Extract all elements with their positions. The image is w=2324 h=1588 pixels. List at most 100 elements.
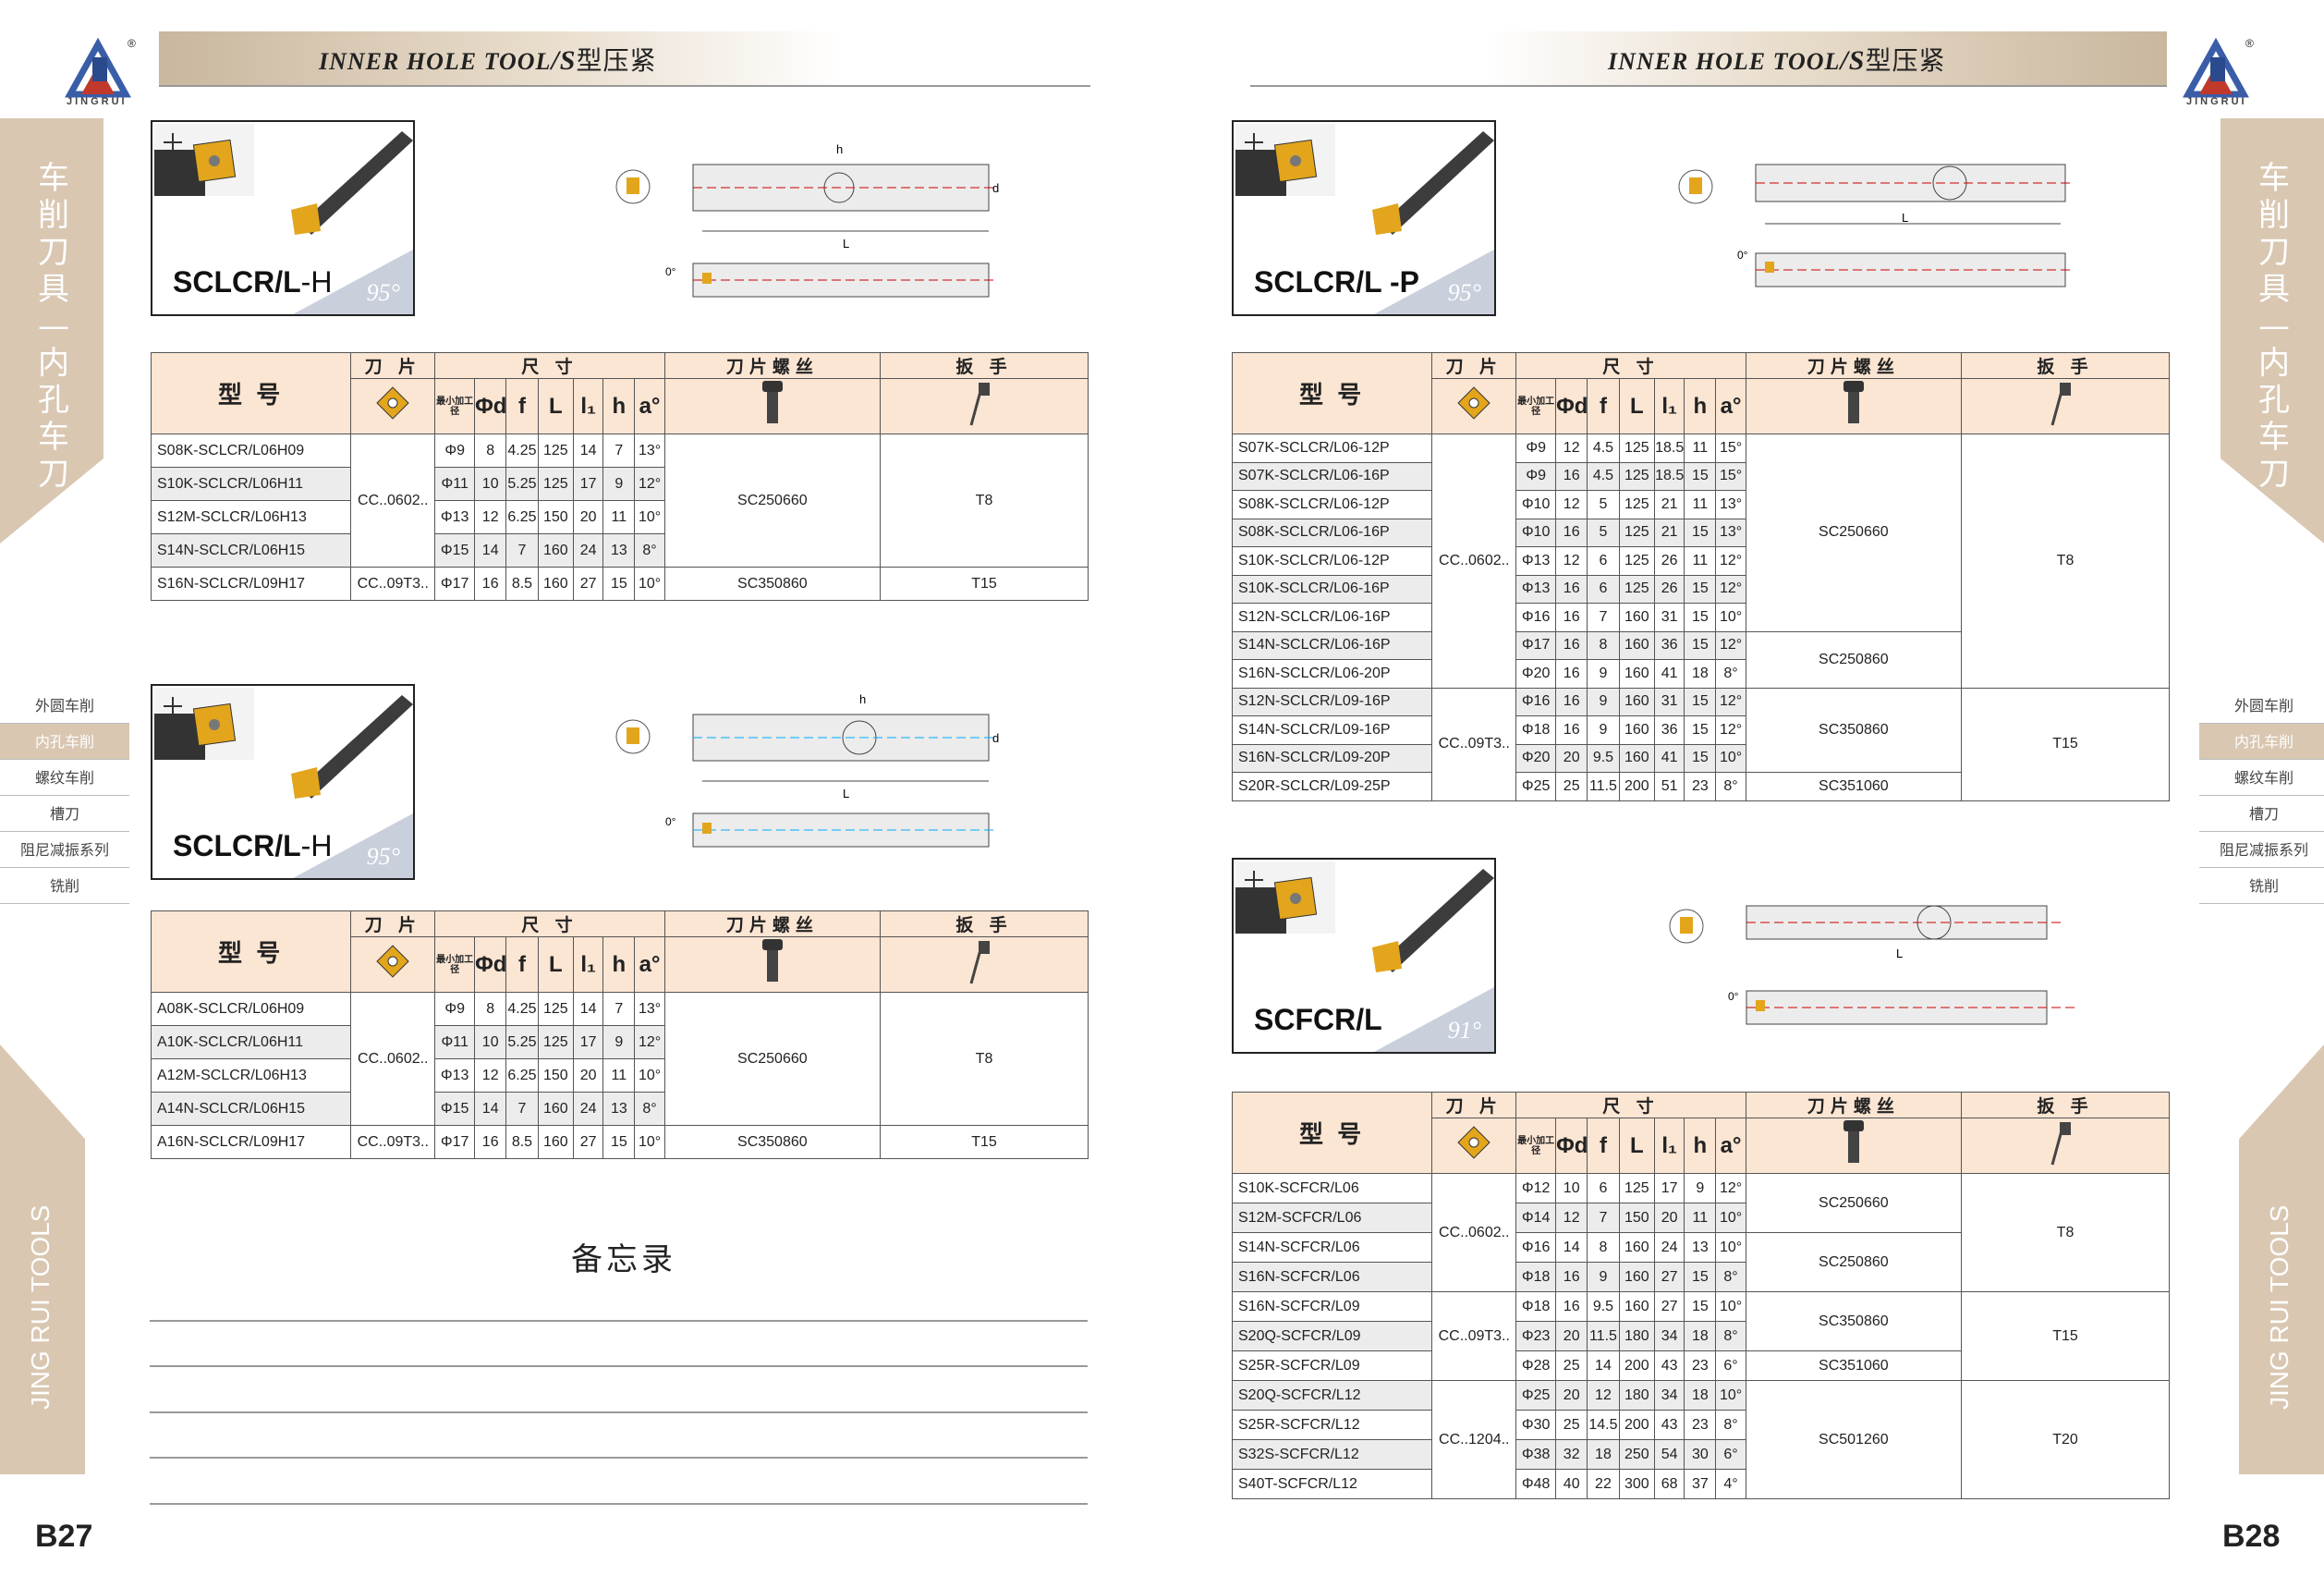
model-code: S40T-SCFCR/L12 [1231,1469,1433,1499]
screw-code: SC250660 [1745,434,1963,632]
nav-item-inner-turning[interactable]: 内孔车削 [0,724,129,760]
spec-value: 12° [1715,715,1746,745]
dim-L: L [843,237,849,250]
page-number-right: B28 [2222,1519,2281,1554]
spec-value: 40 [1555,1469,1588,1499]
spec-value: 21 [1654,518,1685,547]
side-tab-cn-text: 车削刀具—内孔车刀 [2256,160,2293,493]
spec-value: 125 [1618,574,1656,604]
nav-item-damping[interactable]: 阻尼减振系列 [2199,832,2324,868]
product-name: SCLCR/L-H [173,265,332,299]
spec-value: 160 [537,1092,575,1126]
side-tab-char: — [2258,308,2290,345]
spec-value: 125 [1618,1173,1656,1203]
spec-value: 125 [537,467,575,501]
col-model: 型 号 [150,910,352,993]
spec-value: Φ12 [1515,1173,1557,1203]
spec-value: Φ16 [1515,603,1557,632]
col-a: a° [1715,378,1746,434]
nav-item-outer-turning[interactable]: 外圆车削 [0,688,129,724]
spec-value: 9 [1587,659,1620,689]
col-a: a° [1715,1118,1746,1174]
spec-value: 12° [1715,574,1746,604]
spec-value: 25 [1555,1410,1588,1440]
nav-item-outer-turning[interactable]: 外圆车削 [2199,688,2324,724]
nav-item-grooving[interactable]: 槽刀 [2199,796,2324,832]
spec-value: 15 [1684,603,1717,632]
spec-value: 16 [1555,1291,1588,1322]
nav-item-inner-turning[interactable]: 内孔车削 [2199,724,2324,760]
spec-value: 200 [1618,772,1656,801]
spec-value: 31 [1654,687,1685,716]
nav-item-grooving[interactable]: 槽刀 [0,796,129,832]
col-f: f [1587,1118,1620,1174]
wrench-code: T8 [880,992,1089,1126]
spec-value: 12 [474,1058,507,1093]
spec-value: 150 [1618,1203,1656,1233]
col-wrench: 扳 手 [1961,1092,2170,1118]
spec-value: 4.5 [1587,434,1620,463]
spec-value: 11 [1684,546,1717,576]
spec-value: 41 [1654,659,1685,689]
wrench-code: T15 [1961,687,2170,801]
spec-value: 20 [1555,1380,1588,1411]
spec-value: 17 [573,467,604,501]
spec-value: 15 [1684,687,1717,716]
header-title-en: INNER HOLE TOOL [319,48,552,75]
technical-drawing: L hd 0° [615,142,999,298]
product-name-main: SCLCR/L [1254,265,1382,299]
spec-value: 30 [1684,1439,1717,1470]
dim-zero: 0° [1728,990,1739,1003]
col-wrench: 扳 手 [880,910,1089,937]
product-name: SCLCR/L-H [173,829,332,863]
spec-value: 12° [1715,687,1746,716]
side-tab-char: 孔 [38,382,69,419]
model-code: S08K-SCLCR/L06-16P [1231,518,1433,547]
technical-drawing: L hd 0° [615,692,999,848]
spec-value: 7 [602,434,636,468]
spec-value: 8.5 [505,567,539,601]
spec-value: 160 [1618,1291,1656,1322]
dim-zero: 0° [1737,249,1748,262]
spec-value: 10° [1715,1291,1746,1322]
nav-item-threading[interactable]: 螺纹车削 [0,760,129,796]
dim-zero: 0° [665,815,676,828]
spec-value: 15 [1684,1291,1717,1322]
nav-item-damping[interactable]: 阻尼减振系列 [0,832,129,868]
spec-value: 160 [537,567,575,601]
spec-value: 13° [1715,490,1746,519]
spec-value: 160 [1618,1232,1656,1263]
spec-value: 15 [602,567,636,601]
side-brand-right: JING RUI TOOLS [2239,1044,2324,1474]
nav-item-threading[interactable]: 螺纹车削 [2199,760,2324,796]
spec-value: Φ48 [1515,1469,1557,1499]
blade-code: CC..09T3.. [350,567,436,601]
screw-icon [1745,378,1963,434]
spec-value: Φ16 [1515,687,1557,716]
nav-item-milling[interactable]: 铣削 [0,868,129,904]
nav-item-milling[interactable]: 铣削 [2199,868,2324,904]
spec-value: Φ13 [434,500,476,534]
spec-value: 27 [1654,1291,1685,1322]
spec-value: 13 [602,1092,636,1126]
min-bore-label: 最小加工径 [1515,1118,1557,1174]
dim-L: L [1896,947,1903,960]
spec-value: 4.25 [505,434,539,468]
wrench-code: T8 [880,434,1089,568]
spec-value: Φ16 [1515,1232,1557,1263]
spec-value: 15 [1684,630,1717,660]
spec-value: 18.5 [1654,461,1685,491]
spec-value: 14 [573,434,604,468]
spec-value: 12 [1555,490,1588,519]
spec-value: 13 [1684,1232,1717,1263]
screw-code: SC350860 [1745,1291,1963,1351]
spec-value: 160 [1618,659,1656,689]
